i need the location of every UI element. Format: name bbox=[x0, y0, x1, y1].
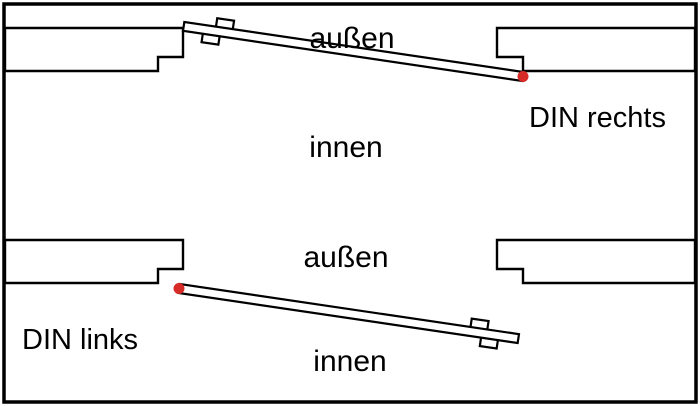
panel-din-rechts: außen innen DIN rechts bbox=[3, 16, 697, 164]
wall-bottom-left bbox=[3, 238, 185, 285]
hinge-dot-left bbox=[173, 283, 185, 294]
inside-label-top: innen bbox=[309, 131, 382, 164]
din-rechts-label: DIN rechts bbox=[529, 102, 666, 134]
wall-top-right bbox=[495, 26, 697, 73]
door-leaf-group-left-hinged bbox=[177, 282, 521, 350]
wall-bottom-right bbox=[495, 238, 697, 285]
panel-din-links: außen innen DIN links bbox=[3, 238, 697, 378]
din-links-label: DIN links bbox=[22, 324, 138, 356]
hinge-dot-right bbox=[517, 71, 529, 82]
wall-top-left bbox=[3, 26, 185, 73]
outside-label-bottom: außen bbox=[303, 241, 388, 274]
inside-label-bottom: innen bbox=[313, 345, 386, 378]
door-leaf bbox=[177, 282, 521, 345]
outside-label-top: außen bbox=[309, 22, 394, 55]
